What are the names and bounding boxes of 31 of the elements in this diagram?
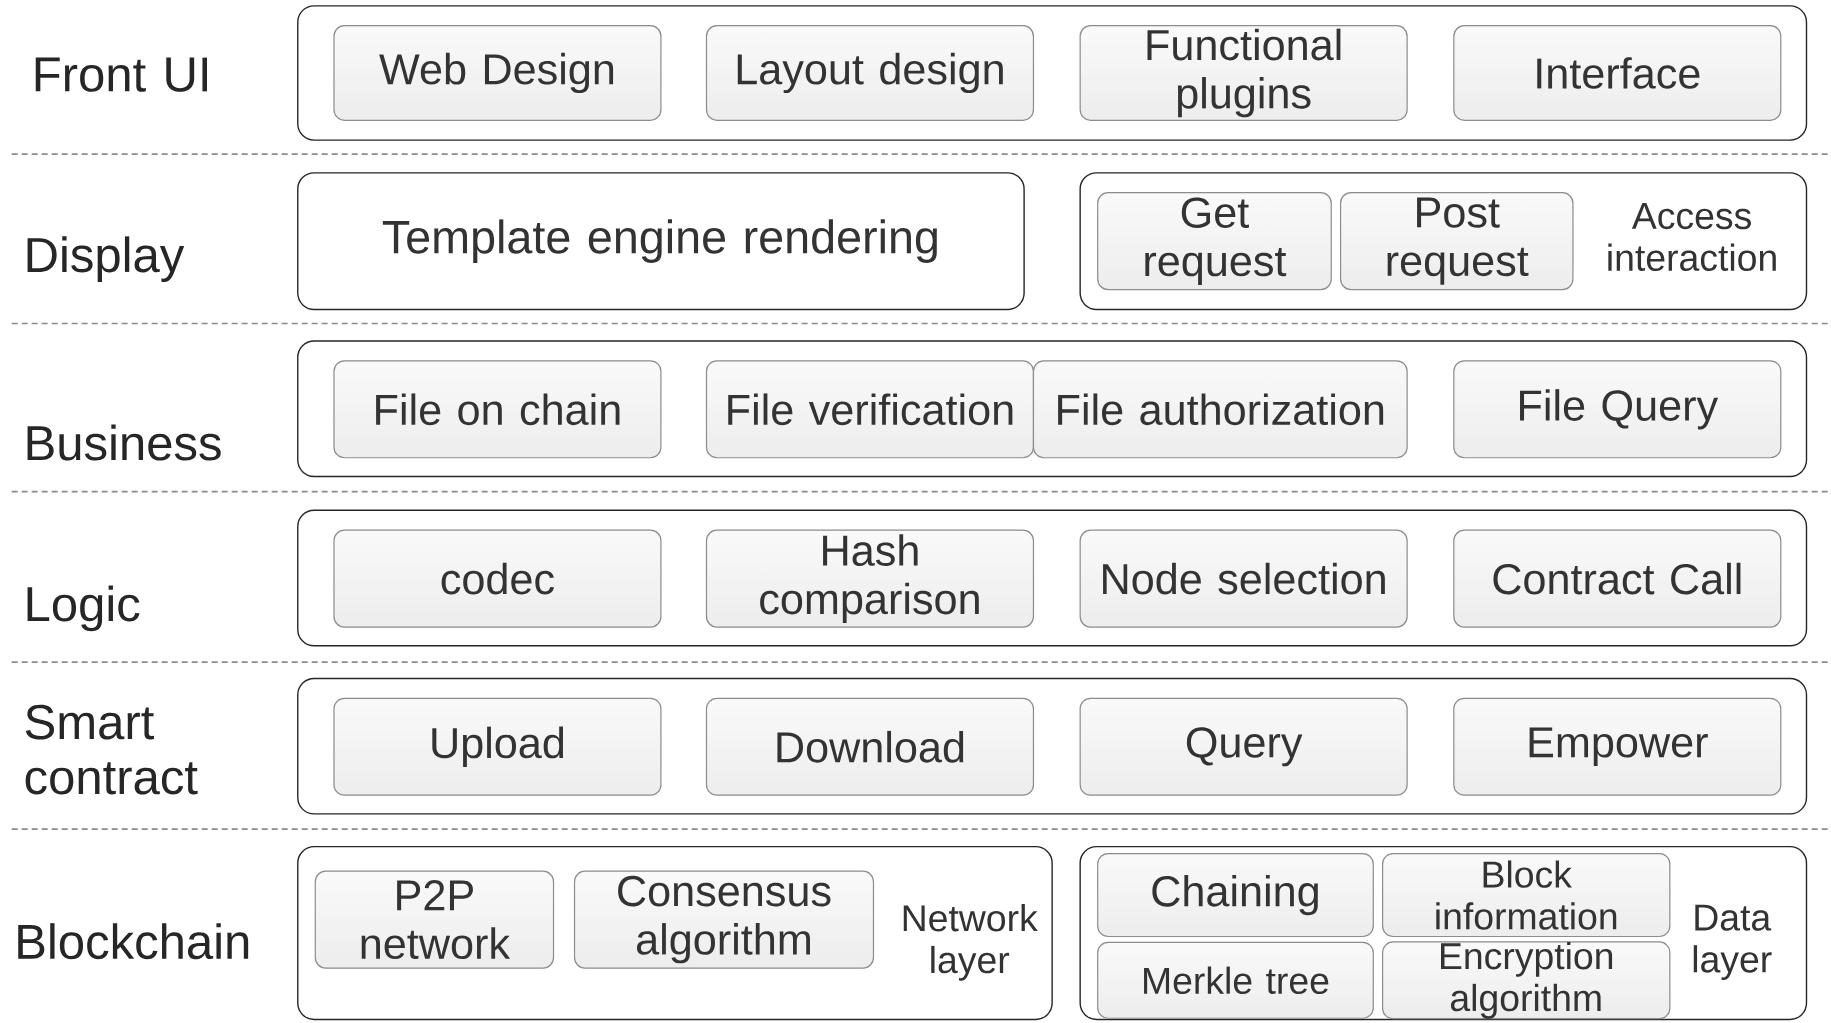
layer-label: Blockchain [18,923,249,960]
module-box: Chaining [1097,853,1374,938]
layer-label: Business [27,424,221,461]
module-box: File authorization [1032,360,1408,459]
module-box: Post request [1339,192,1574,291]
module-box: Web Design [333,25,662,121]
module-box: Block information [1382,853,1671,938]
module-box: Interface [1453,25,1782,121]
module-box: Upload [333,697,662,796]
layer-label: Display [27,236,185,283]
module-box: File verification [705,360,1035,459]
module-box: Empower [1453,697,1782,796]
module-box: Contract Call [1453,529,1782,628]
module-box: codec [333,529,662,628]
module-box: Get request [1097,192,1332,291]
layer-panel: Template engine rendering [297,172,1025,311]
layer-label: Front UI [35,57,208,92]
module-box: Encryption algorithm [1382,941,1671,1020]
module-box: Layout design [705,25,1035,121]
module-box: Node selection [1079,529,1408,628]
module-box: Download [705,697,1035,796]
module-box: File Query [1453,360,1782,459]
layer-label: Smart contract [25,704,198,795]
module-box: File on chain [333,360,662,459]
module-box: Consensus algorithm [573,870,875,969]
layer-label: Logic [27,585,140,632]
module-box: P2P network [314,870,555,969]
module-box: Merkle tree [1097,941,1374,1019]
module-box: Functional plugins [1079,25,1408,121]
module-box: Query [1079,697,1408,796]
module-box: Hash comparison [705,529,1035,628]
